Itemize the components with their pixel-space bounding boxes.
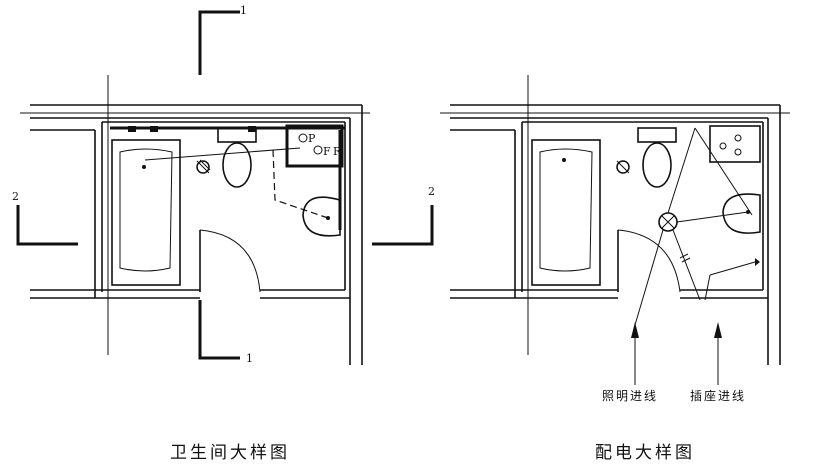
section-mark-bottom: 1 [246,352,253,365]
label-p: P [308,132,316,145]
vanity-cabinet [709,125,761,163]
lighting-feed-arrow [631,322,639,385]
washbasin [302,196,341,237]
section-mark-right: 2 [428,185,435,198]
section-marks: 1 1 2 2 [12,4,435,365]
door [199,229,261,293]
socket-feed-label: 插座进线 [690,388,746,403]
door [617,229,681,293]
toilet [217,127,257,188]
walls [440,75,790,365]
toilet [637,127,677,188]
water-pipes [110,126,345,230]
label-r: R [333,145,342,158]
electrical-detail-plan: 照明进线 插座进线 配电大样图 [440,75,790,463]
electrical-plan-title: 配电大样图 [595,443,695,463]
section-mark-top: 1 [240,4,247,17]
bathroom-plan-title: 卫生间大样图 [170,443,290,463]
ceiling-light [658,212,678,232]
socket-feed-arrow [714,322,722,385]
wiring [634,127,760,326]
label-f: F [323,145,331,158]
washbasin [722,193,761,234]
vanity-cabinet: P F R [285,124,344,168]
bathtub [531,139,601,286]
bathtub [111,139,181,286]
lighting-feed-label: 照明进线 [602,389,658,403]
walls [20,75,370,365]
bathroom-detail-plan: P F R 1 1 2 2 卫生间大样图 [12,4,435,463]
section-mark-left: 2 [12,190,19,203]
